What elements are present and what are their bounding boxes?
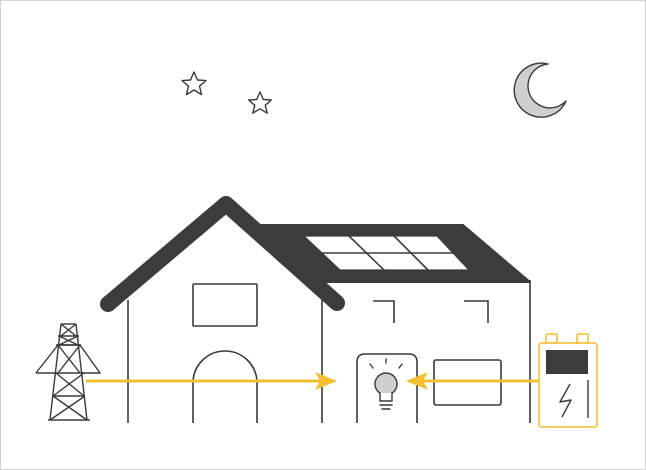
solar-panel-icon — [302, 235, 471, 271]
gable-roof — [100, 196, 345, 312]
star-icon — [181, 71, 207, 96]
moon-icon — [513, 62, 567, 118]
star-icon — [247, 91, 272, 114]
power-tower-icon — [35, 323, 101, 421]
arrow-right-icon — [86, 372, 337, 390]
light-bulb-icon — [369, 358, 403, 410]
arrow-left-icon — [406, 372, 538, 390]
battery-icon — [538, 333, 598, 428]
lightning-bolt-icon — [559, 383, 572, 418]
house-icon — [127, 280, 531, 423]
